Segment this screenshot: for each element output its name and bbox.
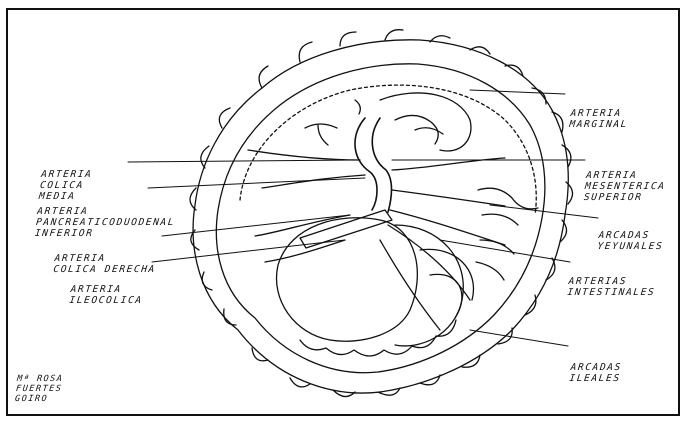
branch-right-2 xyxy=(391,189,506,207)
main-mass xyxy=(275,217,418,342)
leader-colica-media xyxy=(127,159,361,163)
branch-colica-derecha xyxy=(254,214,351,237)
branch-right-3 xyxy=(389,209,506,246)
intestine-loops-top xyxy=(379,92,472,152)
drawing-frame xyxy=(6,8,680,416)
branch-ileocolica xyxy=(264,239,346,263)
colon-outline xyxy=(192,39,569,394)
sma-trunk xyxy=(354,117,378,211)
branch-right-1 xyxy=(391,157,506,171)
leader-intestinales xyxy=(439,239,571,263)
intestine-loops-right xyxy=(475,187,539,281)
leader-ileales xyxy=(469,329,569,347)
branch-right-4 xyxy=(387,224,471,301)
branch-right-5 xyxy=(379,239,441,331)
sma-trunk-2 xyxy=(371,117,393,213)
intestine-loop-3 xyxy=(429,273,463,319)
vessels-top xyxy=(304,99,444,146)
leader-pancreatico xyxy=(147,177,366,189)
intestine-loops-lower xyxy=(299,319,457,357)
leader-marginal xyxy=(469,89,566,95)
leader-ileocolica xyxy=(151,239,346,263)
colon-inner-outline xyxy=(215,63,546,374)
branch-pancreatico xyxy=(261,174,366,189)
marginal-artery xyxy=(239,84,537,216)
haustra xyxy=(189,29,574,398)
leader-yeyunales xyxy=(489,204,599,219)
branch-colica-media xyxy=(247,149,361,161)
intestine-loop-2 xyxy=(419,248,475,301)
leader-colica-derecha xyxy=(161,214,351,237)
